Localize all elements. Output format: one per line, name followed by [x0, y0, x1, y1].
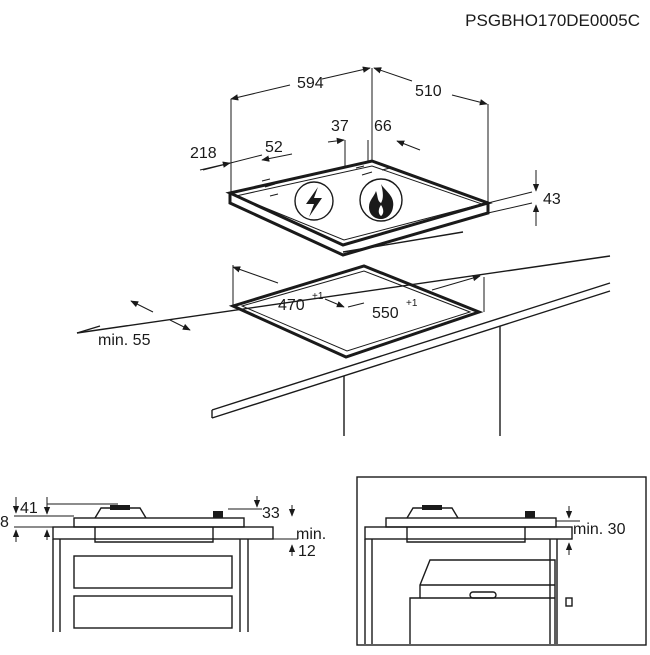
burner-marks-left: [261, 178, 279, 197]
gas-zone: [359, 178, 403, 222]
dim-min-front: min. 55: [98, 332, 151, 349]
dim-cutout-width-tol: +1: [406, 298, 418, 309]
dim-right-height: 33: [262, 505, 280, 522]
hob-front-edge: [228, 193, 490, 257]
oven-knob: [565, 597, 573, 607]
oven-outline: [409, 559, 556, 644]
dim-left-height: 41: [20, 500, 38, 517]
hob-outline: [225, 159, 493, 247]
dim-zone-a: 37: [331, 118, 349, 135]
oven-handle: [469, 591, 497, 599]
section-left: 41 8 33 min. 12: [0, 496, 326, 632]
dim-min-clearance: min. 30: [573, 521, 626, 538]
dim-left-edge: 8: [0, 514, 9, 531]
dim-cutout-depth: 470: [278, 297, 305, 314]
dim-zone-b: 66: [374, 118, 392, 135]
cutout-inner: [240, 270, 472, 352]
dim-depth: 510: [415, 83, 442, 100]
hob-perspective: 594 510 218 52 37 66 43: [190, 66, 561, 257]
section-right: min. 30: [356, 476, 647, 646]
dim-min-label: min.: [296, 526, 326, 543]
dim-width: 594: [297, 75, 324, 92]
dim-height: 43: [543, 191, 561, 208]
worktop-perspective: 470 +1 550 +1 min. 55: [76, 255, 611, 436]
electric-zone: [294, 181, 334, 221]
detail-frame: [356, 476, 647, 646]
dim-side-offset: 218: [190, 145, 217, 162]
burner-marks-right: [355, 165, 391, 176]
cutout-outline: [228, 264, 484, 359]
dim-cutout-depth-tol: +1: [312, 291, 324, 302]
lightning-bolt-icon: [306, 187, 322, 217]
document-code: PSGBHO170DE0005C: [465, 11, 640, 30]
dim-min-value: 12: [298, 543, 316, 560]
dim-cutout-width: 550: [372, 305, 399, 322]
flame-icon: [369, 184, 394, 219]
hob-inner-frame: [234, 165, 484, 241]
dim-knob-offset: 52: [265, 139, 283, 156]
